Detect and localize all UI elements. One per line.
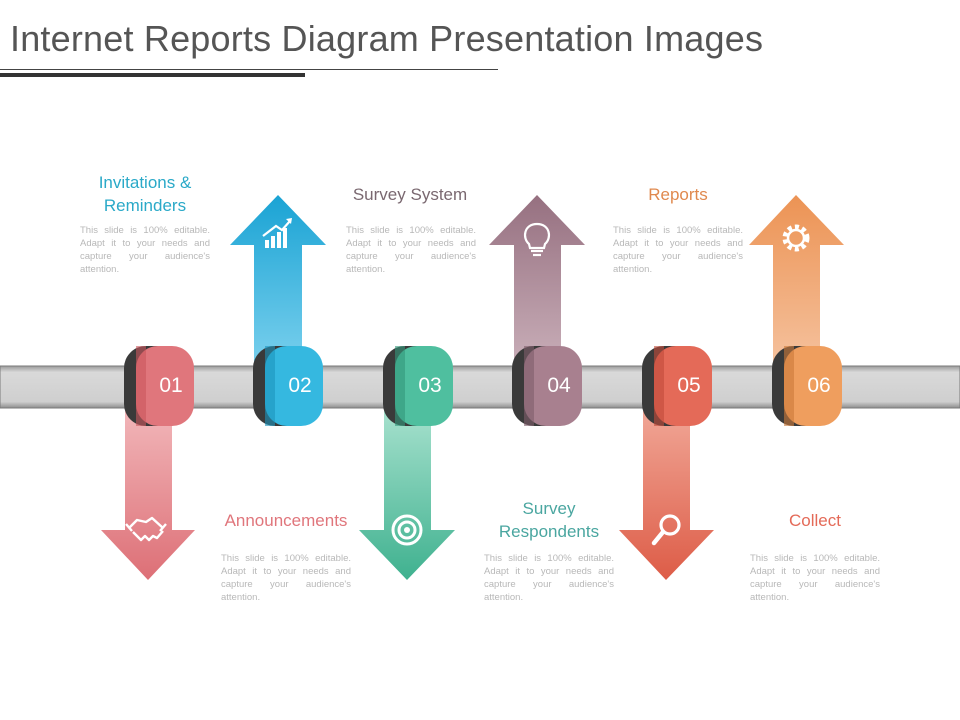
target-icon	[391, 514, 423, 546]
handshake-icon	[125, 516, 167, 542]
step-body-survey-respondents: This slide is 100% editable. Adapt it to…	[484, 553, 614, 603]
step-number-06: 06	[807, 374, 831, 397]
step-label-survey-system: Survey System	[352, 185, 468, 204]
gear-icon	[782, 224, 810, 252]
ring-06	[772, 346, 842, 426]
step-body-collect: This slide is 100% editable. Adapt it to…	[750, 553, 880, 603]
ring-05	[642, 346, 712, 426]
magnifier-icon	[651, 514, 681, 546]
ring-01	[124, 346, 194, 426]
step-label-invitations: Invitations & Reminders	[98, 173, 192, 215]
step-number-02: 02	[288, 374, 312, 397]
step-label-reports: Reports	[648, 185, 708, 204]
step-body-reports: This slide is 100% editable. Adapt it to…	[613, 225, 743, 275]
growth-chart-icon	[262, 218, 292, 248]
step-06-arrow-up	[749, 195, 844, 405]
ring-04	[512, 346, 582, 426]
step-05-arrow-down	[619, 405, 714, 580]
ring-03	[383, 346, 453, 426]
step-number-01: 01	[159, 374, 183, 397]
step-01-arrow-down	[101, 405, 195, 580]
step-body-survey-system: This slide is 100% editable. Adapt it to…	[346, 225, 476, 275]
step-label-announcements: Announcements	[224, 511, 348, 530]
lightbulb-icon	[523, 222, 551, 257]
title-underline-thick	[0, 73, 305, 77]
step-number-03: 03	[418, 374, 442, 397]
ring-02	[253, 346, 323, 426]
step-body-invitations: This slide is 100% editable. Adapt it to…	[80, 225, 210, 275]
step-number-05: 05	[677, 374, 701, 397]
step-body-announcements: This slide is 100% editable. Adapt it to…	[221, 553, 351, 603]
title-underline-thin	[0, 69, 498, 70]
step-number-04: 04	[547, 374, 571, 397]
slide-title: Internet Reports Diagram Presentation Im…	[10, 18, 764, 59]
step-03-arrow-down	[359, 405, 455, 580]
step-label-collect: Collect	[789, 511, 841, 530]
step-label-survey-respondents: Survey Respondents	[498, 499, 600, 541]
